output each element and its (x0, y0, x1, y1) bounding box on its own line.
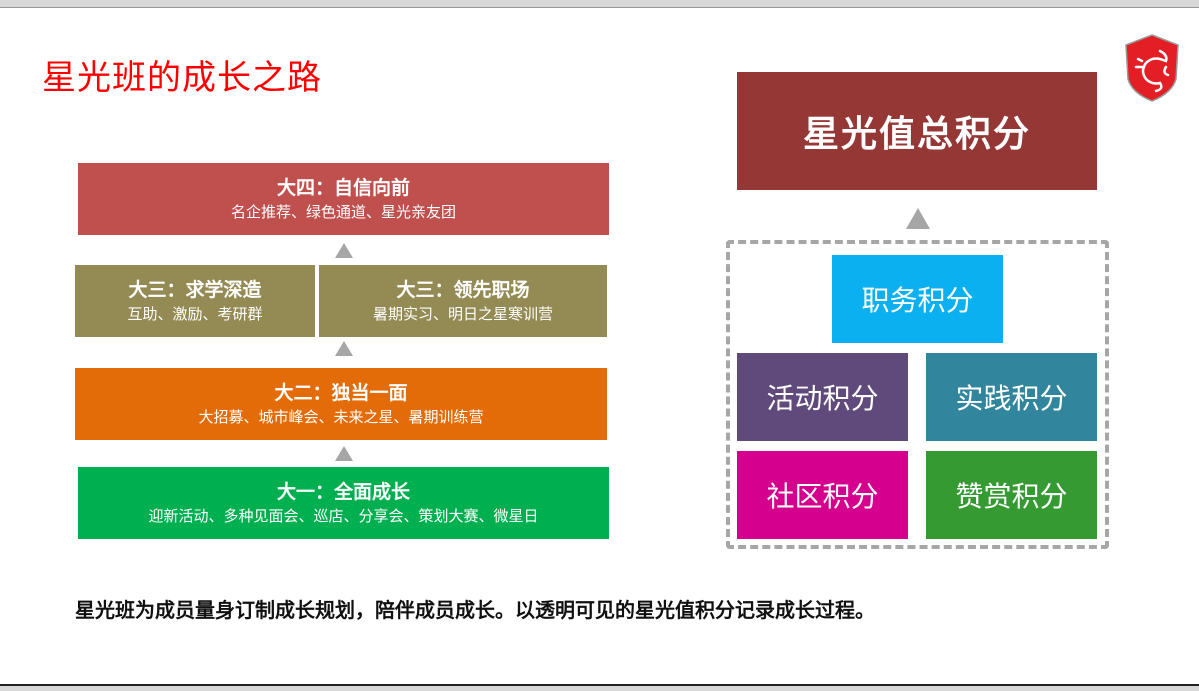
up-arrow-icon (906, 208, 930, 229)
stage-junior-career: 大三：领先职场 暑期实习、明日之星寒训营 (319, 265, 607, 337)
stage-freshman: 大一：全面成长 迎新活动、多种见面会、巡店、分享会、策划大赛、微星日 (78, 467, 609, 539)
points-appreciation: 赞赏积分 (926, 451, 1097, 539)
stage-detail: 大招募、城市峰会、未来之星、暑期训练营 (198, 408, 484, 426)
stage-senior: 大四：自信向前 名企推荐、绿色通道、星光亲友团 (78, 163, 609, 235)
stage-detail: 互助、激励、考研群 (127, 305, 263, 323)
footer-description: 星光班为成员量身订制成长规划，陪伴成员成长。以透明可见的星光值积分记录成长过程。 (75, 598, 875, 622)
window-bottom-bar (0, 684, 1199, 691)
stage-junior-study: 大三：求学深造 互助、激励、考研群 (75, 265, 315, 337)
msi-dragon-logo-icon (1125, 34, 1179, 102)
window-top-bar (0, 0, 1199, 8)
stage-detail: 名企推荐、绿色通道、星光亲友团 (230, 203, 456, 221)
points-group-frame (726, 240, 1109, 549)
total-points-box: 星光值总积分 (737, 72, 1097, 190)
stage-heading: 大一：全面成长 (276, 481, 410, 503)
points-position: 职务积分 (832, 255, 1003, 343)
up-arrow-icon (335, 446, 353, 461)
page-title: 星光班的成长之路 (42, 58, 322, 98)
stage-heading: 大三：领先职场 (396, 279, 530, 301)
points-practice: 实践积分 (926, 353, 1097, 441)
stage-sophomore: 大二：独当一面 大招募、城市峰会、未来之星、暑期训练营 (75, 368, 607, 440)
stage-heading: 大二：独当一面 (274, 382, 408, 404)
stage-detail: 暑期实习、明日之星寒训营 (372, 305, 553, 323)
up-arrow-icon (335, 243, 353, 258)
stage-heading: 大四：自信向前 (276, 177, 410, 199)
points-activity: 活动积分 (737, 353, 908, 441)
stage-detail: 迎新活动、多种见面会、巡店、分享会、策划大赛、微星日 (148, 507, 539, 525)
points-community: 社区积分 (737, 451, 908, 539)
stage-heading: 大三：求学深造 (128, 279, 262, 301)
up-arrow-icon (335, 341, 353, 356)
